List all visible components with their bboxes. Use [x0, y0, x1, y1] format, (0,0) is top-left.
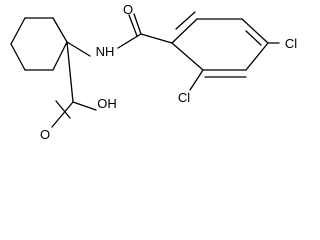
chlorine-para-label: Cl [285, 36, 297, 51]
dichlorophenyl-ring [171, 11, 280, 91]
chlorine-ortho-label: Cl [178, 90, 190, 105]
cyclohexane-ring [10, 17, 68, 71]
carboxylic-acid-group [51, 41, 97, 128]
amide-group [66, 13, 173, 57]
carbonyl-oxygen-label: O [123, 2, 133, 17]
chemical-structure: O NH Cl Cl OH O [10, 2, 297, 142]
acid-oxygen-label: O [40, 127, 50, 142]
acid-oh-label: OH [97, 96, 117, 111]
amide-nh-label: NH [96, 44, 115, 59]
